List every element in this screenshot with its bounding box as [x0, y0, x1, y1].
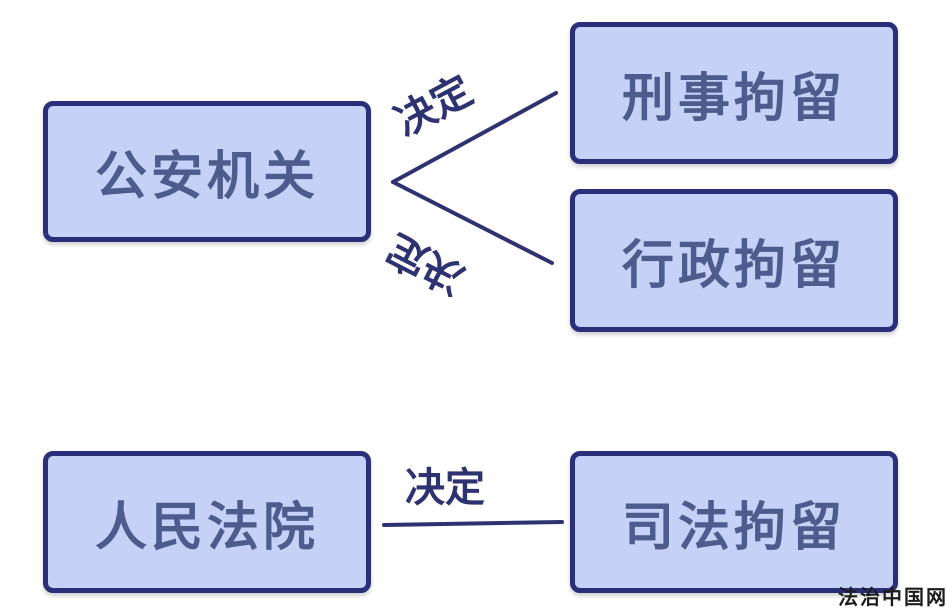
edge-label-to-judicial-detention: 决定	[405, 465, 485, 511]
edge-line-to-criminal-detention	[391, 91, 558, 184]
node-administrative-detention-label: 行政拘留	[621, 236, 846, 296]
node-court: 人民法院	[43, 451, 371, 593]
node-judicial-detention: 司法拘留	[570, 451, 898, 593]
node-criminal-detention: 刑事拘留	[570, 22, 898, 164]
watermark: 法治中国网	[838, 585, 948, 609]
node-public-security-label: 公安机关	[94, 147, 319, 207]
node-criminal-detention-label: 刑事拘留	[621, 68, 846, 129]
node-court-label: 人民法院	[94, 497, 319, 558]
edge-line-to-administrative-detention	[391, 180, 554, 265]
node-administrative-detention: 行政拘留	[570, 189, 898, 332]
node-judicial-detention-label: 司法拘留	[621, 497, 846, 558]
edge-line-to-judicial-detention	[382, 520, 564, 527]
node-public-security: 公安机关	[43, 101, 371, 242]
